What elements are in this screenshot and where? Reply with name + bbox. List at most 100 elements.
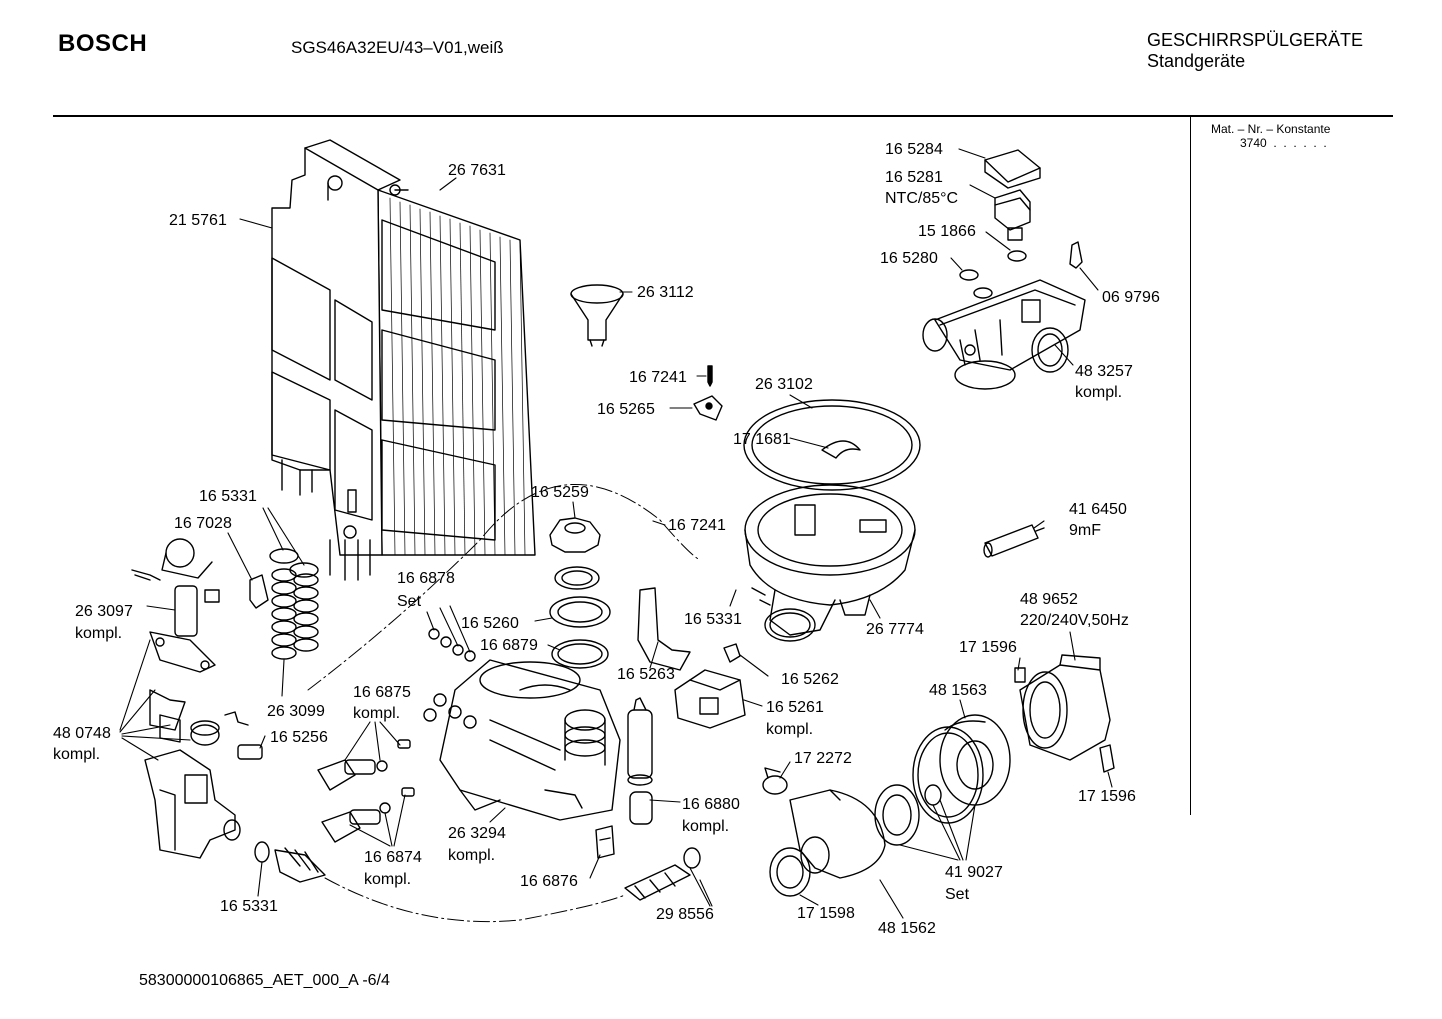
part-label: kompl. [364, 871, 411, 888]
part-label: 26 3112 [637, 284, 694, 301]
level-clip-part [249, 574, 269, 609]
part-label: kompl. [766, 721, 813, 738]
part-label: 41 9027 [945, 864, 1003, 881]
ntc-sensor [994, 189, 1031, 241]
part-label: 26 3102 [755, 376, 813, 393]
brand-logo: BOSCH [58, 30, 148, 57]
part-label: 17 1596 [959, 639, 1017, 656]
part-label: 48 3257 [1075, 363, 1133, 380]
pump-motor [1014, 654, 1111, 761]
part-label: 16 5280 [880, 250, 938, 267]
material-note: Mat. – Nr. – Konstante 3740 . . . . . . [1211, 122, 1330, 150]
part-label: 26 7631 [448, 162, 506, 179]
sensor-small-part [723, 643, 741, 663]
part-label: 16 7241 [629, 369, 687, 386]
valve-set-upper [317, 739, 411, 791]
part-label: 16 6879 [480, 637, 538, 654]
aquastop-assembly [144, 631, 263, 859]
water-tank-panel [271, 139, 536, 581]
capacitor-part [983, 524, 1045, 558]
pump-gasket [769, 847, 811, 897]
material-note-title: Mat. – Nr. – Konstante [1211, 122, 1331, 136]
part-label: 26 3294 [448, 825, 506, 842]
part-label: 16 5331 [220, 898, 278, 915]
header-divider [53, 115, 1393, 117]
circulation-relay [674, 669, 746, 729]
part-label: 16 5331 [199, 488, 257, 505]
part-label: 16 5263 [617, 666, 675, 683]
ntc-sensor-cover [984, 149, 1041, 189]
screw-part [707, 365, 713, 387]
part-label: 26 3097 [75, 603, 133, 620]
part-label: 16 5331 [684, 611, 742, 628]
valve-set-lower [321, 787, 415, 843]
part-label: 16 5265 [597, 401, 655, 418]
part-label: 17 1681 [733, 431, 791, 448]
part-label: 26 3099 [267, 703, 325, 720]
salt-container-cap [549, 517, 601, 553]
part-label: 220/240V,50Hz [1020, 612, 1129, 629]
part-label: kompl. [682, 818, 729, 835]
side-divider [1190, 117, 1191, 815]
part-label: 16 6876 [520, 873, 578, 890]
rinse-aid-sensor [627, 697, 653, 825]
part-label: kompl. [353, 705, 400, 722]
part-label: 06 9796 [1102, 289, 1160, 306]
part-label: 15 1866 [918, 223, 976, 240]
category-sub: Standgeräte [1147, 51, 1246, 71]
part-label: 16 6878 [397, 570, 455, 587]
part-label: 16 7241 [668, 517, 726, 534]
part-label: 16 5262 [781, 671, 839, 688]
part-label: 16 6874 [364, 849, 422, 866]
leader-lines [119, 148, 1113, 919]
part-label: kompl. [75, 625, 122, 642]
fixing-clip-part [595, 825, 615, 859]
part-label: 16 7028 [174, 515, 232, 532]
part-label: 17 1598 [797, 905, 855, 922]
part-label: 16 5284 [885, 141, 943, 158]
part-label: NTC/85°C [885, 190, 958, 207]
bracket-clip-part [1099, 744, 1115, 773]
part-label: 16 5259 [531, 484, 589, 501]
part-label: 48 0748 [53, 725, 111, 742]
product-category: GESCHIRRSPÜLGERÄTE Standgeräte [1147, 30, 1363, 72]
hose-route-lines [307, 483, 701, 923]
document-id: 58300000106865_AET_000_A -6/4 [139, 972, 390, 989]
clip-part [693, 395, 723, 421]
heating-pump-assembly [922, 279, 1086, 390]
hose-corrugated-pair [269, 548, 319, 660]
part-label: 29 8556 [656, 906, 714, 923]
part-label: 9mF [1069, 522, 1101, 539]
part-label: kompl. [53, 746, 100, 763]
part-label: 48 1562 [878, 920, 936, 937]
seal-rings-small [959, 250, 1027, 299]
aerosol-sensor-bracket [637, 587, 691, 671]
part-label: 16 6880 [682, 796, 740, 813]
part-label: 16 6875 [353, 684, 411, 701]
part-label: 16 5281 [885, 169, 943, 186]
category-main: GESCHIRRSPÜLGERÄTE [1147, 30, 1364, 50]
part-label: 48 1563 [929, 682, 987, 699]
sump-assembly [743, 399, 921, 642]
part-label: 26 7774 [866, 621, 924, 638]
part-label: 41 6450 [1069, 501, 1127, 518]
drain-hose-bottom [254, 841, 701, 901]
water-softener [423, 659, 621, 821]
part-label: Set [945, 886, 970, 903]
part-label: Set [397, 593, 422, 610]
part-label: 17 1596 [1078, 788, 1136, 805]
part-label: 16 5260 [461, 615, 519, 632]
part-label: 16 5261 [766, 699, 824, 716]
model-number: SGS46A32EU/43–V01,weiß [291, 38, 504, 57]
funnel-part [570, 284, 624, 347]
part-label: 17 2272 [794, 750, 852, 767]
part-label: 16 5256 [270, 729, 328, 746]
clamp-part [1069, 241, 1083, 269]
part-label: 21 5761 [169, 212, 227, 229]
hose-clamp-part [762, 767, 788, 795]
impeller-set [874, 726, 984, 846]
float-switch-part [131, 538, 220, 637]
part-label: kompl. [1075, 384, 1122, 401]
